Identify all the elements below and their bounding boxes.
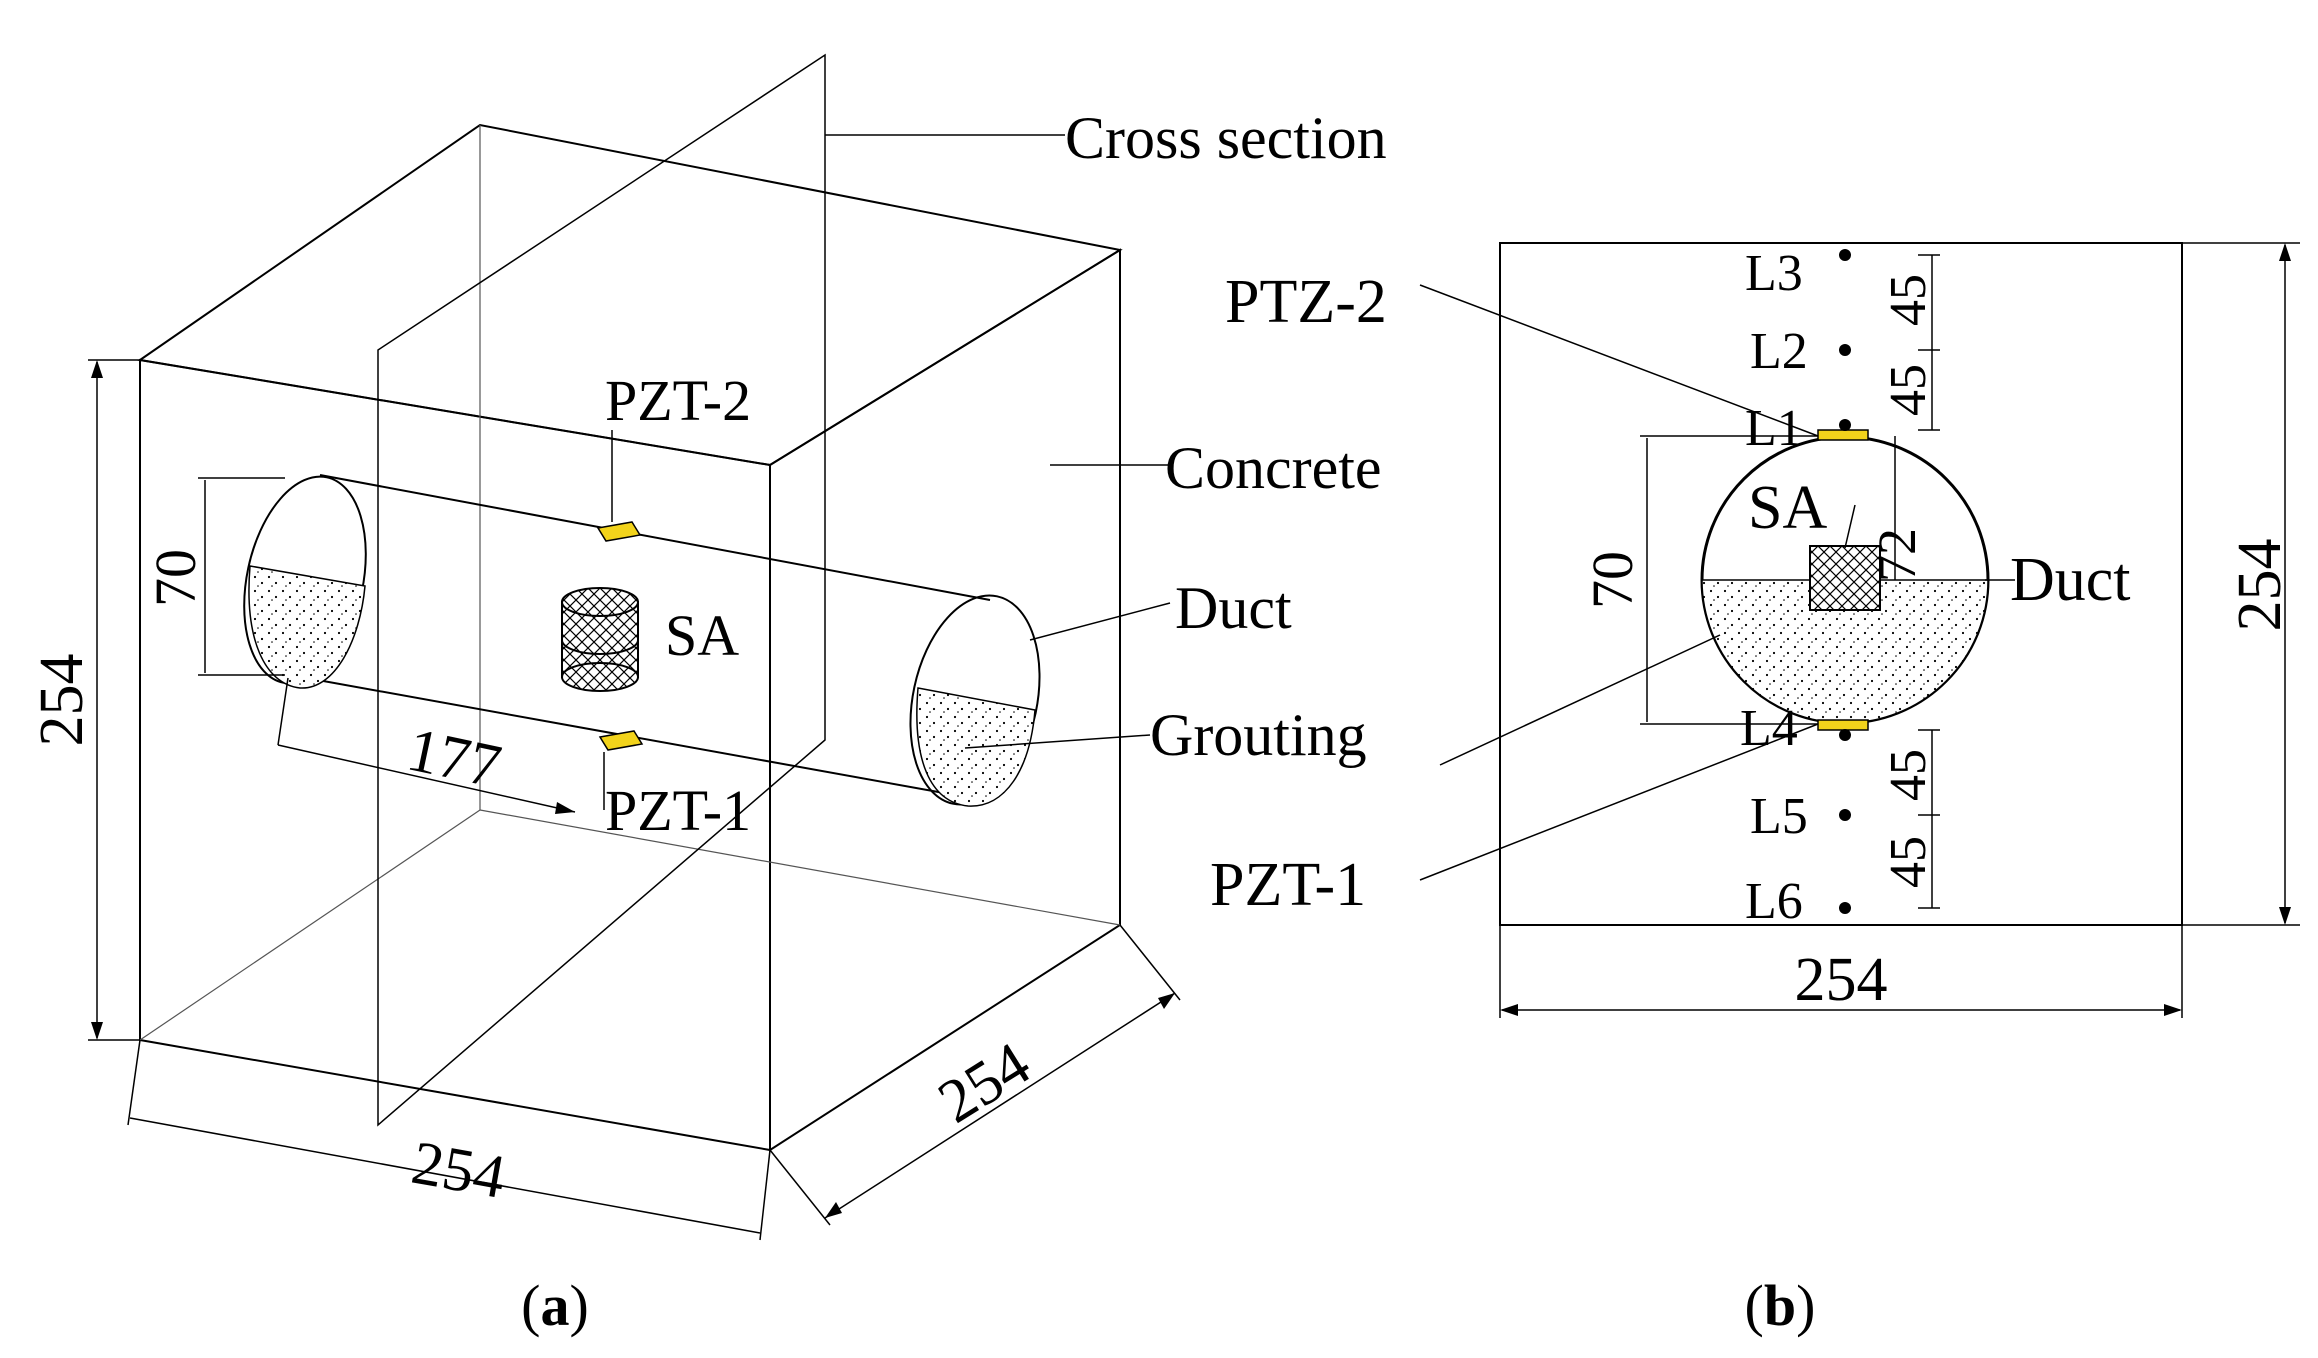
- dim-45-2: 45: [1880, 364, 1937, 416]
- pzt-2-patch-a: [596, 521, 642, 542]
- label-cross-section: Cross section: [1065, 105, 1387, 171]
- dim-width-a: 254: [407, 1129, 510, 1212]
- duct-top-edge: [319, 474, 991, 601]
- label-duct-a: Duct: [1175, 575, 1292, 641]
- grouting-leader: [964, 734, 1151, 749]
- dim-ext: [127, 1039, 141, 1126]
- duct-right-opening: [909, 594, 1041, 806]
- dim-duct-a: 70: [143, 549, 208, 607]
- section-square: [1499, 242, 2183, 926]
- duct-leader-a: [1029, 602, 1171, 641]
- dim-offset-a: 177: [402, 716, 507, 802]
- label-l5: L5: [1750, 788, 1808, 845]
- dim-ext: [1119, 924, 1181, 1001]
- dim-ext: [769, 1149, 831, 1226]
- caption-a: (a): [521, 1273, 589, 1338]
- label-pzt1-a: PZT-1: [605, 778, 751, 843]
- label-l4: L4: [1740, 700, 1798, 757]
- sa-actuator-b: [1809, 545, 1881, 611]
- label-pzt1-b: PZT-1: [1210, 851, 1366, 919]
- label-sa-b: SA: [1748, 474, 1827, 542]
- point-l1: [1839, 419, 1851, 431]
- dim-center-b: 72: [1867, 528, 1927, 582]
- dim-line-offset: [277, 744, 576, 813]
- label-ptz2-b: PTZ-2: [1225, 268, 1387, 336]
- label-l1: L1: [1745, 400, 1803, 457]
- label-grouting: Grouting: [1150, 702, 1367, 768]
- cross-section-plane: [377, 53, 826, 1127]
- panel-b: L3 L2 L1 L4 L5 L6 45 45 45 45 72 70 254: [1210, 242, 2300, 1338]
- dim-45-3: 45: [1880, 749, 1937, 801]
- hidden-edge: [479, 809, 1121, 926]
- ptz2-leader: [1419, 284, 1819, 437]
- label-sa-a: SA: [665, 603, 739, 668]
- panel-a: Cross section Concrete Duct Grouting SA …: [28, 53, 1387, 1338]
- label-concrete: Concrete: [1165, 435, 1382, 501]
- dim-45-4: 45: [1880, 836, 1937, 888]
- dim-height-a: 254: [28, 654, 96, 747]
- label-l6: L6: [1745, 873, 1803, 930]
- label-duct-b: Duct: [2010, 546, 2131, 614]
- grouting-left: [248, 565, 366, 689]
- sa-leader-b: [1844, 504, 1856, 549]
- dim-ext: [277, 677, 289, 746]
- dim-depth-a: 254: [927, 1030, 1042, 1137]
- point-l2: [1839, 344, 1851, 356]
- grouting-leader-b: [1439, 634, 1721, 766]
- point-l3: [1839, 249, 1851, 261]
- pzt-1-patch-b: [1817, 719, 1869, 731]
- point-l4: [1839, 729, 1851, 741]
- label-l3: L3: [1745, 245, 1803, 302]
- pzt1-leader: [1419, 723, 1819, 881]
- sa-actuator-a: [561, 587, 639, 692]
- label-pzt2-a: PZT-2: [605, 368, 751, 433]
- dim-45-1: 45: [1880, 274, 1937, 326]
- point-l5: [1839, 809, 1851, 821]
- caption-b: (b): [1745, 1273, 1816, 1338]
- dim-height-b: 254: [2226, 539, 2294, 632]
- hidden-edge: [139, 809, 481, 1041]
- dim-line-depth-a: [824, 992, 1176, 1219]
- label-l2: L2: [1750, 323, 1808, 380]
- point-l6: [1839, 902, 1851, 914]
- dim-ext: [759, 1149, 771, 1241]
- ptz-2-patch-b: [1817, 429, 1869, 441]
- pzt-1-patch-a: [598, 730, 644, 751]
- dim-duct-b: 70: [1580, 551, 1645, 609]
- dim-line-width-a: [129, 1117, 761, 1234]
- dim-width-b: 254: [1795, 946, 1888, 1014]
